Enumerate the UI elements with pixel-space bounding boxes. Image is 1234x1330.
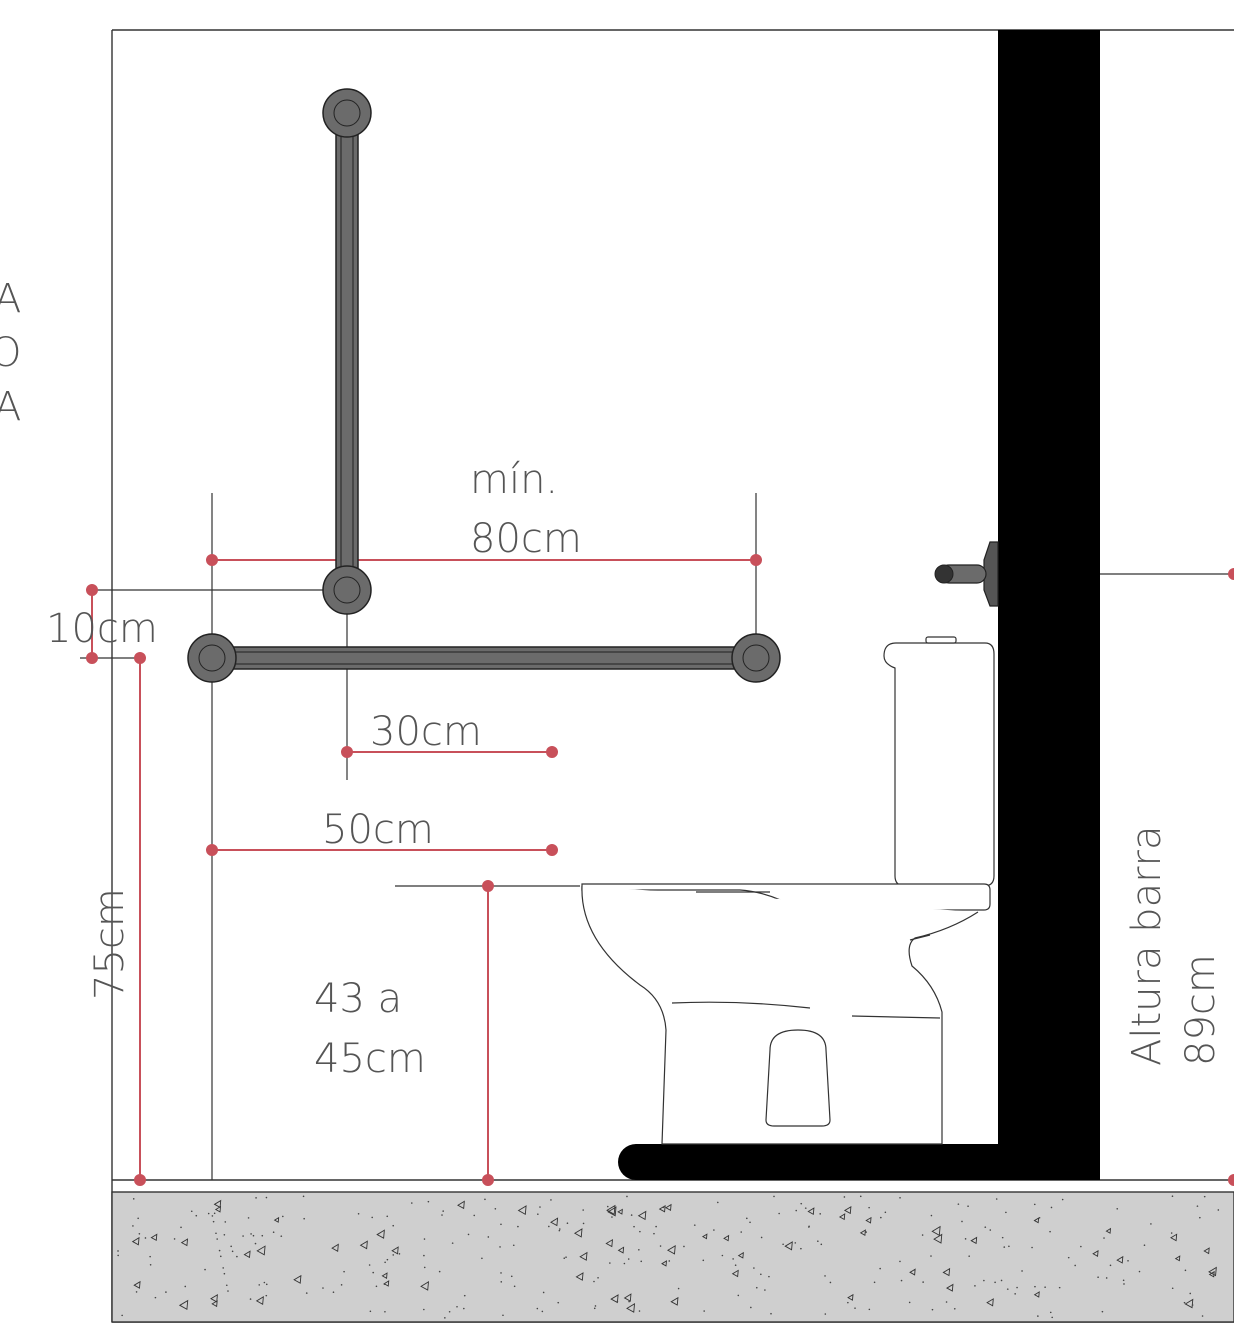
wall: [998, 30, 1100, 1180]
altura-barra-label-line2: 89cm: [1178, 954, 1224, 1066]
extension-lines: [80, 493, 1234, 1180]
floor-aggregate-pattern: [117, 1195, 1220, 1319]
thirty-cm-label: 30cm: [370, 709, 482, 755]
dimension-labels: mín. 80cm 10cm 30cm 50cm 43 a 45cm 75cm …: [46, 457, 1224, 1082]
edge-letter-2: O: [0, 330, 21, 376]
seat-height-label-line2: 45cm: [314, 1036, 426, 1082]
seat-height-label-line1: 43 a: [314, 976, 402, 1022]
ten-cm-label: 10cm: [46, 606, 158, 652]
edge-letter-1: A: [0, 276, 21, 322]
toilet-icon: [581, 636, 995, 1145]
edge-letters: A O A: [0, 276, 21, 430]
min-label-line1: mín.: [470, 457, 558, 503]
grab-bar-icon: [187, 88, 781, 683]
edge-letter-3: A: [0, 384, 21, 430]
min-label-line2: 80cm: [470, 516, 582, 562]
floor-slab: [111, 1179, 1234, 1323]
seventy-five-cm-label: 75cm: [87, 888, 133, 1000]
toilet-plinth: [618, 1144, 1100, 1180]
dimension-lines: [86, 554, 1234, 1186]
altura-barra-label-line1: Altura barra: [1124, 826, 1170, 1067]
fifty-cm-label: 50cm: [322, 807, 434, 853]
flush-handle-icon: [934, 541, 999, 607]
